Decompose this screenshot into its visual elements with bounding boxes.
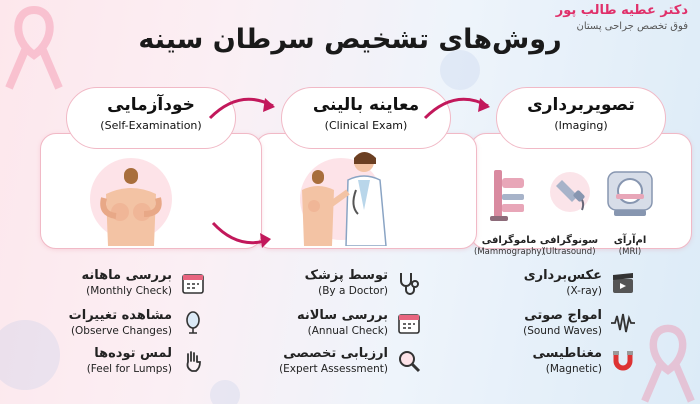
feature-label-en: (Monthly Check) [86, 285, 172, 297]
self-feature-lumps: لمس توده‌ها (Feel for Lumps) [6, 346, 206, 382]
feature-label-fa: مغناطیسی [532, 346, 602, 361]
feature-label-fa: بررسی ماهانه [81, 268, 172, 283]
flow-arrow-icon [208, 97, 275, 120]
brand: دکتر عطیه طالب پور فوق تخصص جراحی پستان [556, 3, 688, 32]
self-title-fa: خودآزمایی [107, 95, 195, 115]
feature-label-en: (Annual Check) [307, 325, 388, 337]
feature-label-fa: ارزیابی تخصصی [283, 346, 388, 361]
magnet-icon [613, 351, 633, 371]
calendar-icon [398, 314, 420, 334]
modality-label-fa: ماموگرافی [481, 235, 537, 246]
self-title-en: (Self-Examination) [100, 119, 202, 132]
brand-subtitle: فوق تخصص جراحی پستان [576, 21, 688, 32]
ultrasound-probe-icon [550, 172, 590, 212]
hand-icon [186, 351, 201, 372]
clinical-title-en: (Clinical Exam) [324, 119, 408, 132]
pink-ribbon-icon [641, 324, 695, 403]
imaging-heading: تصویربرداری (Imaging) [496, 87, 666, 149]
decorative-cell [0, 320, 60, 390]
clinical-exam-illustration [302, 152, 387, 246]
modality-label-fa: ام‌آرآی [613, 235, 647, 246]
feature-label-fa: لمس توده‌ها [94, 346, 172, 361]
clinical-feature-doctor: توسط پزشک (By a Doctor) [222, 268, 422, 304]
self-feature-monthly: بررسی ماهانه (Monthly Check) [6, 268, 206, 304]
feature-label-en: (Feel for Lumps) [86, 363, 172, 375]
modality-label-en: (MRI) [618, 247, 642, 257]
pink-ribbon-icon [5, 5, 63, 90]
modality-mri: ام‌آرآی (MRI) [595, 235, 665, 257]
clinical-feature-annual: بررسی سالانه (Annual Check) [222, 308, 422, 344]
feature-label-fa: مشاهده تغییرات [68, 308, 172, 323]
imaging-feature-xray: عکس‌برداری (X-ray) [436, 268, 636, 304]
feature-label-fa: عکس‌برداری [523, 268, 602, 283]
magnifier-icon [399, 351, 421, 373]
feature-label-en: (Observe Changes) [70, 325, 172, 337]
calendar-icon [182, 274, 204, 294]
mri-scanner-icon [607, 171, 653, 216]
feature-label-en: (Magnetic) [545, 363, 602, 375]
modality-label-en: (Ultrasound) [542, 247, 596, 257]
clinical-title-fa: معاینه بالینی [312, 95, 420, 115]
imaging-feature-sound-waves: امواج صوتی (Sound Waves) [436, 308, 636, 344]
feature-label-en: (Expert Assessment) [279, 363, 388, 375]
feature-label-fa: بررسی سالانه [296, 308, 388, 323]
feature-label-en: (Sound Waves) [523, 325, 602, 337]
modality-ultrasound: سونوگرافی (Ultrasound) [534, 235, 604, 257]
stethoscope-icon [400, 273, 419, 295]
self-feature-observe: مشاهده تغییرات (Observe Changes) [6, 308, 206, 344]
modality-mammography: ماموگرافی (Mammography) [474, 235, 545, 257]
clinical-feature-expert: ارزیابی تخصصی (Expert Assessment) [222, 346, 422, 382]
modality-label-en: (Mammography) [474, 247, 545, 257]
mirror-icon [186, 311, 200, 334]
feature-label-fa: توسط پزشک [304, 268, 388, 283]
page-title: روش‌های تشخیص سرطان سینه [138, 24, 562, 55]
flow-arrow-icon [211, 221, 271, 248]
imaging-title-fa: تصویربرداری [527, 95, 635, 115]
brand-name: دکتر عطیه طالب پور [555, 3, 688, 18]
self-exam-heading: خودآزمایی (Self-Examination) [66, 87, 236, 149]
imaging-title-en: (Imaging) [554, 119, 608, 132]
sound-wave-icon [611, 313, 635, 333]
flow-arrow-icon [423, 97, 490, 120]
decorative-cell [440, 50, 480, 90]
self-exam-illustration [100, 168, 162, 246]
mammography-machine-icon [490, 170, 524, 221]
feature-label-en: (By a Doctor) [318, 285, 388, 297]
feature-label-fa: امواج صوتی [524, 308, 602, 323]
imaging-feature-magnetic: مغناطیسی (Magnetic) [436, 346, 636, 382]
decorative-cell [210, 380, 240, 404]
modality-label-fa: سونوگرافی [539, 235, 599, 246]
feature-label-en: (X-ray) [566, 285, 602, 297]
clinical-exam-heading: معاینه بالینی (Clinical Exam) [281, 87, 451, 149]
clapperboard-icon [613, 273, 633, 293]
